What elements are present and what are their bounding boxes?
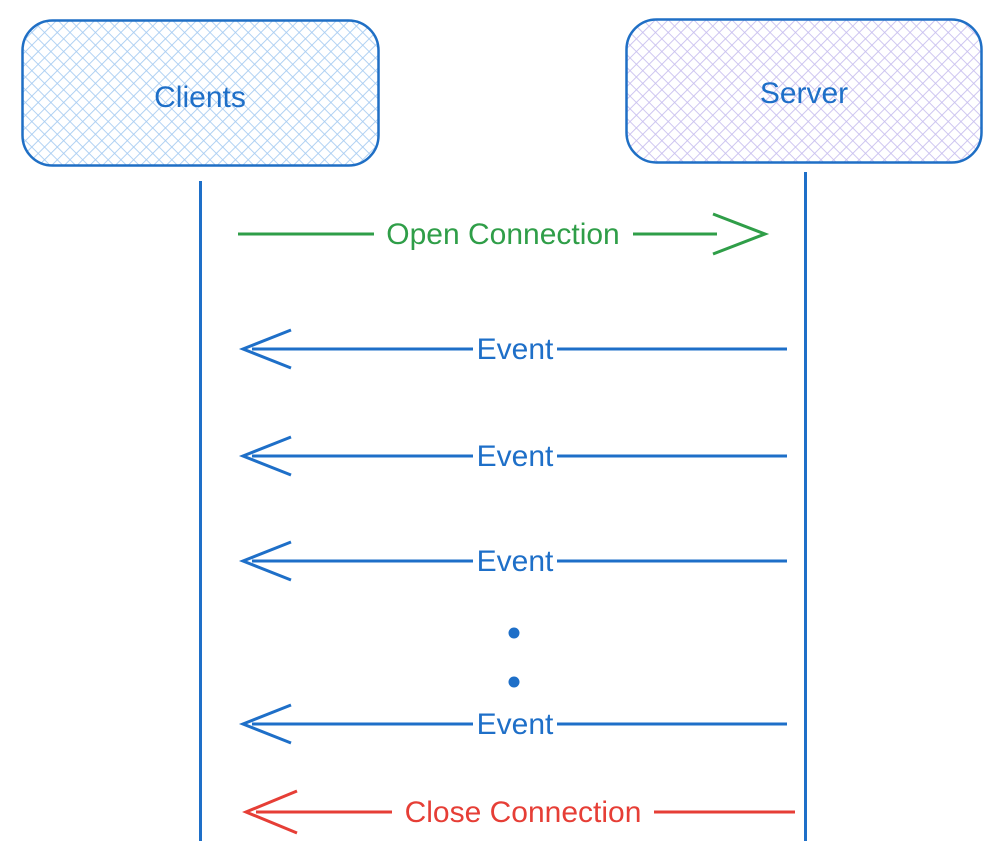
event-label: Event (477, 333, 554, 366)
event-label: Event (477, 545, 554, 578)
server-box (625, 18, 983, 164)
message-open-connection: Open Connection (238, 212, 770, 256)
event-label: Event (477, 440, 554, 473)
actor-clients: Clients (21, 19, 380, 167)
ellipsis (508, 627, 520, 688)
server-box-label: Server (760, 77, 848, 110)
left-arrowhead-icon (238, 540, 292, 582)
message-close-connection: Close Connection (242, 789, 795, 835)
left-arrowhead-icon (242, 789, 298, 835)
clients-box-label: Clients (154, 81, 246, 114)
message-event-1: Event (238, 328, 787, 370)
event-label: Event (477, 708, 554, 741)
ellipsis-dot (508, 627, 520, 639)
close-connection-label: Close Connection (405, 796, 642, 829)
left-arrowhead-icon (238, 328, 292, 370)
message-event-2: Event (238, 435, 787, 477)
message-event-3: Event (238, 540, 787, 582)
left-arrowhead-icon (238, 435, 292, 477)
left-arrowhead-icon (238, 703, 292, 745)
actor-server: Server (625, 18, 983, 164)
clients-box (21, 19, 380, 167)
message-event-4: Event (238, 703, 787, 745)
ellipsis-dot (508, 676, 520, 688)
open-connection-label: Open Connection (386, 218, 620, 251)
right-arrowhead-icon (712, 212, 770, 256)
